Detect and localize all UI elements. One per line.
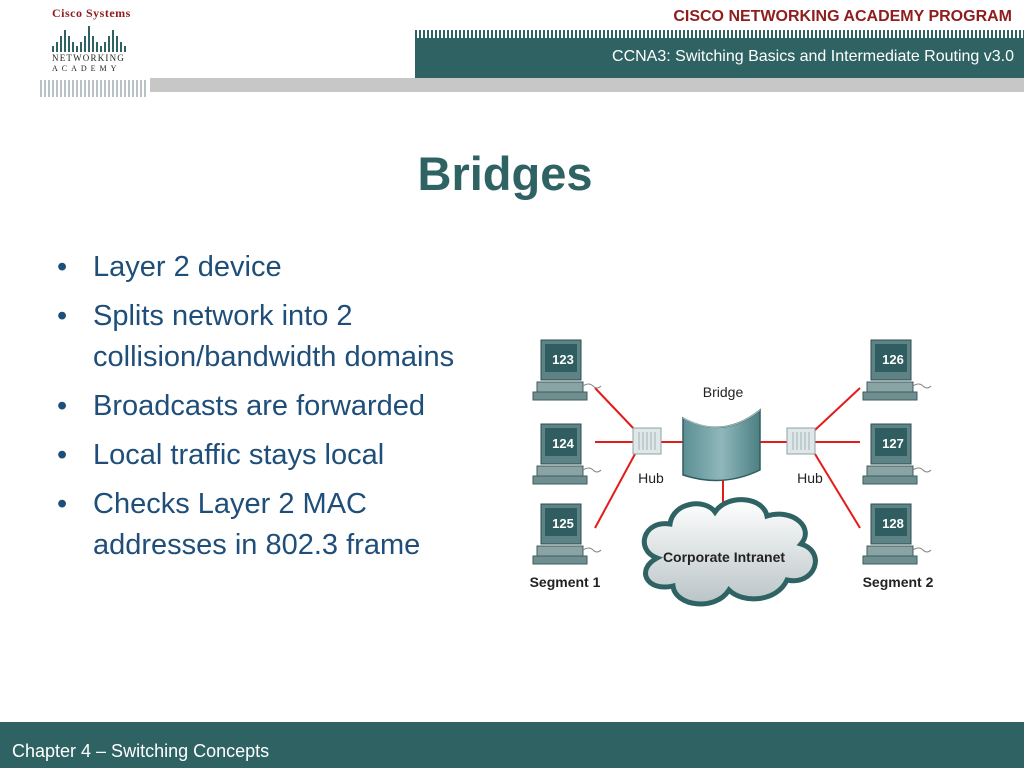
segment-left-label: Segment 1 bbox=[530, 574, 601, 590]
cloud-label: Corporate Intranet bbox=[663, 549, 785, 565]
header-bar: CCNA3: Switching Basics and Intermediate… bbox=[415, 38, 1024, 78]
bridge-icon bbox=[682, 408, 761, 482]
slide-title: Bridges bbox=[417, 147, 593, 200]
bridge-network-diagram: 123 124 125 126 127 128 Hub Hub Bridge C… bbox=[530, 339, 934, 607]
hub-left-label: Hub bbox=[638, 470, 664, 486]
hub-right-label: Hub bbox=[797, 470, 823, 486]
cisco-networking-academy-logo: Cisco Systems Networking Academy bbox=[40, 4, 150, 97]
program-title: CISCO NETWORKING ACADEMY PROGRAM bbox=[673, 8, 1012, 25]
host-pc-124 bbox=[532, 423, 602, 485]
host-pc-128 bbox=[862, 503, 932, 565]
host-label: 123 bbox=[552, 352, 574, 367]
bullet-item: Checks Layer 2 MAC addresses in 802.3 fr… bbox=[55, 484, 505, 566]
host-pc-126 bbox=[862, 339, 932, 401]
host-label: 124 bbox=[552, 436, 574, 451]
bullet-item: Local traffic stays local bbox=[55, 435, 505, 476]
network-links bbox=[594, 387, 861, 529]
bullet-item: Broadcasts are forwarded bbox=[55, 386, 505, 427]
host-pc-127 bbox=[862, 423, 932, 485]
host-pc-125 bbox=[532, 503, 602, 565]
chapter-title: Chapter 4 – Switching Concepts bbox=[12, 741, 270, 761]
bullet-list: Layer 2 device Splits network into 2 col… bbox=[55, 247, 505, 574]
course-title: CCNA3: Switching Basics and Intermediate… bbox=[612, 48, 1014, 65]
logo-stripe-decoration bbox=[40, 80, 148, 97]
hub-left-icon bbox=[632, 427, 662, 455]
bullet-item: Layer 2 device bbox=[55, 247, 505, 288]
host-label: 125 bbox=[552, 516, 574, 531]
cisco-bridge-bars-icon bbox=[52, 26, 126, 52]
bullet-item: Splits network into 2 collision/bandwidt… bbox=[55, 296, 505, 378]
logo-company-name: Cisco Systems bbox=[52, 6, 131, 20]
corporate-intranet-cloud-icon bbox=[641, 497, 818, 607]
header-gray-rule bbox=[150, 78, 1024, 92]
bridge-label: Bridge bbox=[703, 384, 744, 400]
hub-right-icon bbox=[786, 427, 816, 455]
host-label: 128 bbox=[882, 516, 904, 531]
header-stripe-decoration bbox=[415, 30, 1024, 38]
footer-bar: Chapter 4 – Switching Concepts bbox=[0, 722, 1024, 768]
logo-academy-text: Academy bbox=[52, 64, 121, 73]
logo-networking-text: Networking bbox=[52, 53, 125, 63]
host-label: 127 bbox=[882, 436, 904, 451]
segment-right-label: Segment 2 bbox=[863, 574, 934, 590]
host-label: 126 bbox=[882, 352, 904, 367]
host-pc-123 bbox=[532, 339, 602, 401]
